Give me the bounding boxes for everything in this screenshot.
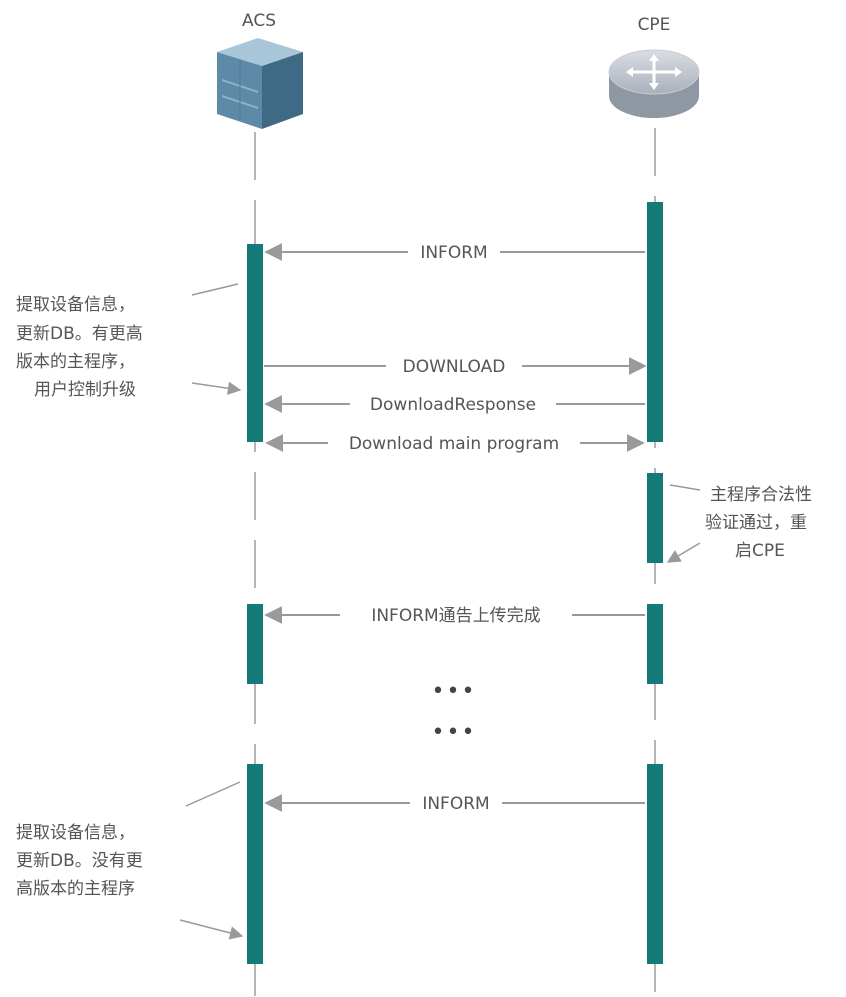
note-line: 主程序合法性 <box>710 485 812 505</box>
note-line: 高版本的主程序 <box>16 879 135 899</box>
note-line: 用户控制升级 <box>34 380 136 400</box>
message-label: INFORM <box>422 794 489 814</box>
message-label: INFORM <box>420 243 487 263</box>
acs-note-2: 提取设备信息， 更新DB。没有更 高版本的主程序 <box>16 781 244 940</box>
acs-activation-2 <box>247 604 263 684</box>
note-line: 版本的主程序， <box>16 352 135 372</box>
note-line: 提取设备信息， <box>16 823 135 843</box>
cpe-activation-1 <box>647 202 663 442</box>
acs-activation-3 <box>247 764 263 964</box>
ellipsis: ••• <box>432 679 477 704</box>
cpe-activation-2 <box>647 473 663 563</box>
note-line: 更新DB。没有更 <box>16 851 143 871</box>
acs-label: ACS <box>242 11 276 31</box>
router-icon <box>608 49 700 118</box>
acs-note-1: 提取设备信息， 更新DB。有更高 版本的主程序， 用户控制升级 <box>16 283 242 400</box>
acs-activation-1 <box>247 244 263 442</box>
message-label: DOWNLOAD <box>403 357 506 377</box>
cpe-note: 主程序合法性 验证通过，重 启CPE <box>666 484 812 563</box>
cpe-activation-4 <box>647 764 663 964</box>
ellipsis: ••• <box>432 720 477 745</box>
note-line: 启CPE <box>735 541 785 561</box>
note-line: 验证通过，重 <box>705 513 807 533</box>
note-line: 提取设备信息， <box>16 295 135 315</box>
cpe-label: CPE <box>638 15 671 35</box>
message-label: Download main program <box>349 434 559 454</box>
message-label: DownloadResponse <box>370 395 536 415</box>
server-icon <box>217 38 303 129</box>
note-line: 更新DB。有更高 <box>16 324 143 344</box>
message-label: INFORM通告上传完成 <box>371 606 540 626</box>
cpe-activation-3 <box>647 604 663 684</box>
